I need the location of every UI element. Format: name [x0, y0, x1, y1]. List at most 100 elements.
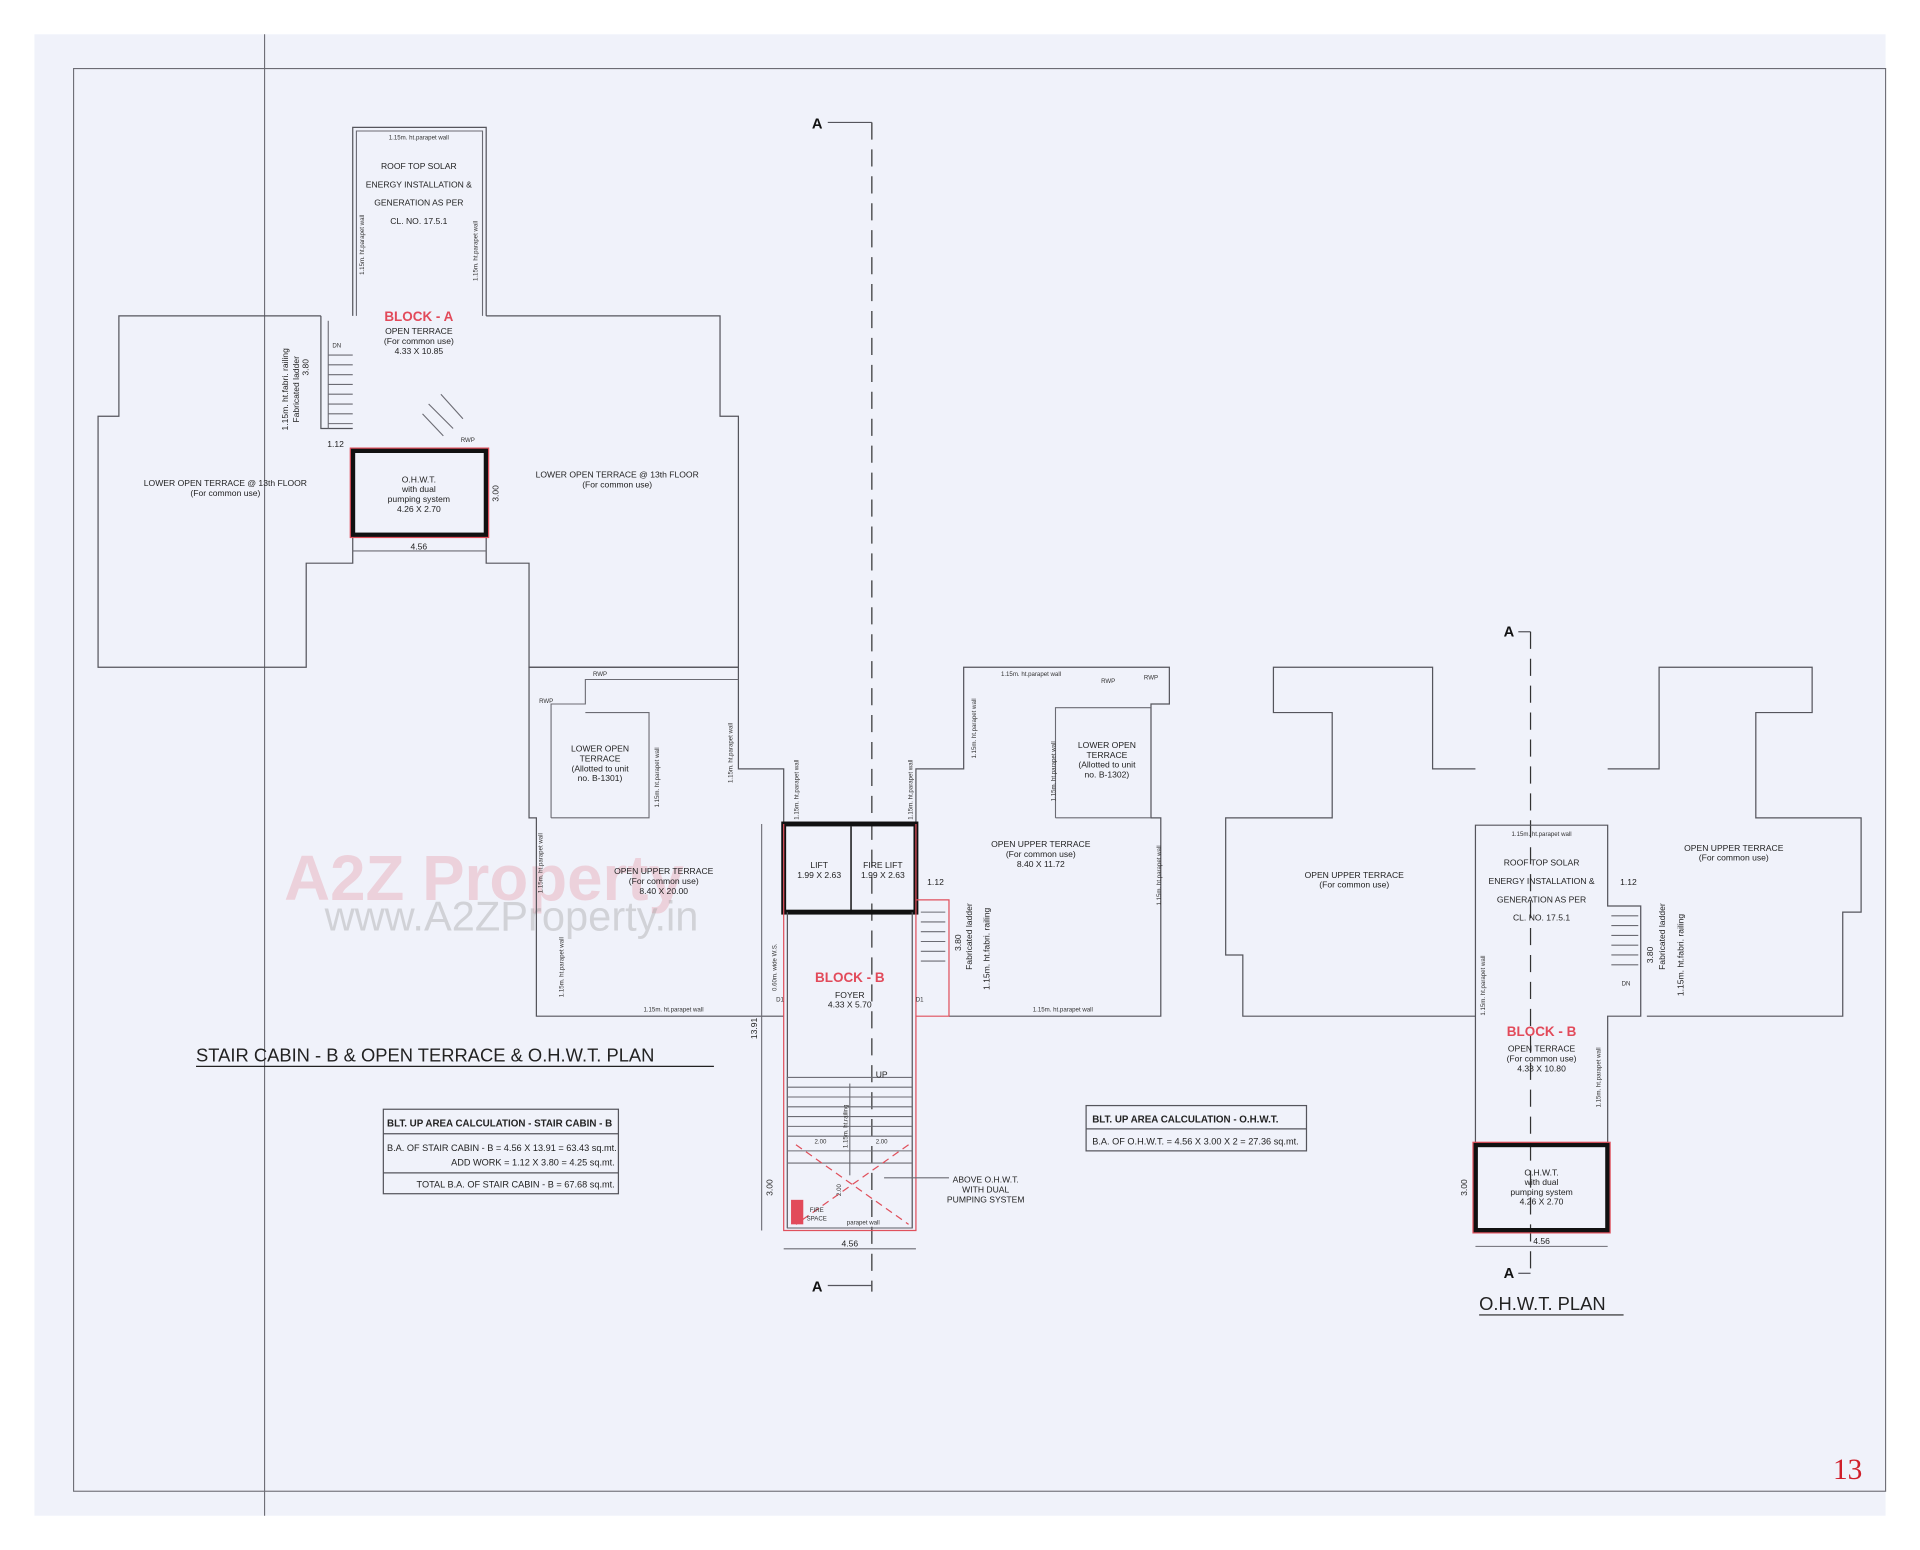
drawing-label: OPEN UPPER TERRACE: [1684, 843, 1784, 853]
drawing-label: OPEN UPPER TERRACE: [991, 839, 1091, 849]
ladder-block-a: [327, 320, 353, 429]
drawing-label: (For common use): [1319, 880, 1389, 890]
drawing-line: [422, 413, 444, 437]
ohwt-plan-title: O.H.W.T. PLAN: [1479, 1293, 1605, 1314]
drawing-label: 1.15m. ht.parapet wall: [538, 833, 545, 893]
drawing-line: [786, 1076, 913, 1229]
drawing-label: 1.99 X 2.63: [861, 870, 905, 880]
drawing-label: 4.33 X 5.70: [828, 1000, 872, 1010]
drawing-label: (For common use): [1699, 853, 1769, 863]
drawing-label: FOYER: [835, 990, 865, 1000]
drawing-label: A: [1504, 1266, 1515, 1282]
drawing-label: CL. NO. 17.5.1: [390, 216, 447, 226]
drawing-label: LOWER OPEN: [1078, 740, 1136, 750]
drawing-label: A: [812, 1280, 823, 1296]
drawing-label: WITH DUAL: [962, 1184, 1009, 1194]
drawing-label: (For common use): [629, 876, 699, 886]
drawing-label: 1.15m. ht.fabri. railing: [1676, 914, 1686, 997]
drawing-label: 2.00: [876, 1139, 888, 1146]
drawing-line: [550, 678, 739, 818]
drawing-label: 1.15m. ht.fabri. railing: [981, 907, 991, 990]
drawing-label: BLOCK - B: [815, 970, 885, 985]
drawing-frame: [73, 68, 1887, 1492]
drawing-label: RWP: [1101, 678, 1115, 685]
table-stair-cabin-area: BLT. UP AREA CALCULATION - STAIR CABIN -…: [382, 1108, 620, 1195]
ohwt-block-a: [350, 448, 489, 538]
ohwt-plan: A A 1.15m. ht.parapet wall ROOF TOP SOLA…: [1225, 625, 1862, 1316]
drawing-label: BLOCK - A: [384, 309, 453, 324]
drawing-label: O.H.W.T.: [402, 474, 436, 484]
drawing-label: (Allotted to unit: [1078, 760, 1136, 770]
drawing-label: RWP: [593, 671, 607, 678]
drawing-label: 1.15m. ht.parapet wall: [1156, 845, 1163, 905]
drawing-label: 4.26 X 2.70: [397, 504, 441, 514]
drawing-label: 1.15m. ht.parapet wall: [654, 747, 661, 807]
drawing-label: D1: [776, 997, 784, 1004]
drawing-label: RWP: [461, 437, 475, 444]
drawing-label: 4.56: [1533, 1236, 1550, 1246]
drawing-label: RWP: [539, 698, 553, 705]
drawing-label: parapet wall: [847, 1219, 880, 1226]
drawing-line: [1607, 666, 1862, 1017]
drawing-line: [382, 1108, 620, 1195]
drawing-label: LOWER OPEN: [571, 744, 629, 754]
drawing-label: 1.15m. ht.parapet wall: [907, 760, 914, 820]
drawing-label: TERRACE: [1086, 750, 1127, 760]
drawing-label: 1.15m. ht.parapet wall: [558, 937, 565, 997]
ladder-ohwt-plan: [1611, 915, 1639, 966]
drawing-label: GENERATION AS PER: [374, 198, 463, 208]
drawing-line: [528, 666, 785, 1017]
drawing-label: BLT. UP AREA CALCULATION - STAIR CABIN -…: [387, 1118, 612, 1129]
drawing-label: TERRACE: [580, 754, 621, 764]
drawing-label: PUMPING SYSTEM: [947, 1194, 1025, 1204]
drawing-line: [783, 823, 917, 1232]
drawing-label: no. B-1302): [1085, 769, 1130, 779]
drawing-label: 1.15m. ht.parapet wall: [473, 221, 480, 281]
drawing-label: 4.26 X 2.70: [1520, 1197, 1564, 1207]
drawing-label: 1.15m. ht.railing: [842, 1105, 849, 1148]
drawing-label: RWP: [1144, 675, 1158, 682]
drawing-label: 2.00: [814, 1139, 826, 1146]
drawing-line: [428, 403, 454, 429]
drawing-label: FIRE LIFT: [863, 860, 903, 870]
drawing-label: B.A. OF STAIR CABIN - B = 4.56 X 13.91 =…: [387, 1143, 617, 1153]
drawing-label: Fabricated ladder: [291, 356, 301, 423]
drawing-label: DN: [1622, 981, 1631, 988]
drawing-line: [915, 666, 1170, 1017]
drawing-label: FIRE: [810, 1207, 824, 1214]
ohwt-tank: [1472, 1142, 1611, 1233]
drawing-label: 2.00: [836, 1184, 843, 1196]
drawing-line: [795, 1144, 909, 1225]
table-ohwt-area: BLT. UP AREA CALCULATION - O.H.W.T. B.A.…: [1085, 1104, 1308, 1152]
drawing-label: UP: [876, 1069, 888, 1079]
drawing-line: [349, 447, 490, 539]
drawing-label: no. B-1301): [578, 773, 623, 783]
drawing-label: 1.15m. ht.parapet wall: [1595, 1047, 1602, 1107]
drawing-line: [352, 126, 487, 316]
drawing-label: 0.60m. wide W.S.: [771, 943, 778, 991]
drawing-line: [97, 315, 354, 668]
drawing-label: GENERATION AS PER: [1497, 894, 1586, 904]
drawing-label: A2Z Property: [284, 843, 684, 914]
drawing-line: [791, 1199, 804, 1225]
drawing-label: A: [812, 117, 823, 133]
drawing-label: (Allotted to unit: [571, 763, 629, 773]
drawing-label: pumping system: [388, 494, 450, 504]
drawing-label: 3.00: [1459, 1179, 1469, 1196]
drawing-label: BLT. UP AREA CALCULATION - O.H.W.T.: [1092, 1115, 1278, 1126]
drawing-line: [1472, 1141, 1611, 1234]
drawing-label: TOTAL B.A. OF STAIR CABIN - B = 67.68 sq…: [417, 1180, 615, 1190]
drawing-label: OPEN UPPER TERRACE: [614, 866, 714, 876]
drawing-label: LOWER OPEN TERRACE @ 13th FLOOR: [144, 478, 307, 488]
drawing-line: [551, 712, 650, 819]
drawing-line: [1225, 666, 1476, 1017]
ladder-block-b: [915, 899, 950, 1017]
drawing-label: 1.15m. ht.parapet wall: [1033, 1006, 1093, 1013]
drawing-label: (For common use): [1006, 849, 1076, 859]
drawing-label: LOWER OPEN TERRACE @ 13th FLOOR: [536, 469, 699, 479]
drawing-label: 1.15m. ht.parapet wall: [1480, 956, 1487, 1016]
drawing-line: [795, 1144, 909, 1225]
drawing-label: 1.12: [327, 439, 344, 449]
drawing-line: [915, 899, 950, 1017]
staircase: [786, 1076, 913, 1229]
